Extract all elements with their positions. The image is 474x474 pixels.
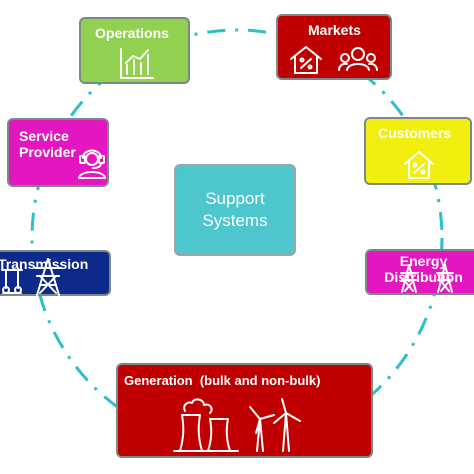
- support-systems-label: Support Systems: [202, 189, 268, 230]
- customers-box: Customers: [364, 117, 472, 185]
- energy-distribution-title: Energy Distribution: [384, 253, 463, 285]
- customers-icon: [338, 47, 378, 71]
- customers-title: Customers: [378, 125, 452, 141]
- markets-title: Markets: [308, 22, 361, 38]
- bar-chart-icon: [120, 48, 154, 79]
- transmission-tower-icon: [1, 269, 23, 294]
- service-provider-box: Service Provider: [7, 118, 109, 187]
- transmission-tower-icon: [34, 258, 62, 296]
- markets-box: Markets: [276, 14, 392, 80]
- power-plant-icon: [173, 398, 239, 452]
- wind-turbine-icon: [249, 398, 301, 452]
- operations-title: Operations: [95, 25, 169, 41]
- generation-title: Generation (bulk and non-bulk): [124, 373, 321, 388]
- operations-box: Operations: [79, 17, 190, 84]
- transmission-title: Transmission: [0, 256, 89, 272]
- support-systems-box: Support Systems: [174, 164, 296, 256]
- generation-box: Generation (bulk and non-bulk): [116, 363, 373, 458]
- pylon-icon: [436, 264, 454, 293]
- house-percent-icon: [404, 151, 434, 179]
- house-percent-icon: [290, 46, 322, 74]
- pylon-icon: [400, 264, 418, 293]
- headset-person-icon: [78, 149, 106, 179]
- service-provider-title: Service Provider: [19, 128, 76, 160]
